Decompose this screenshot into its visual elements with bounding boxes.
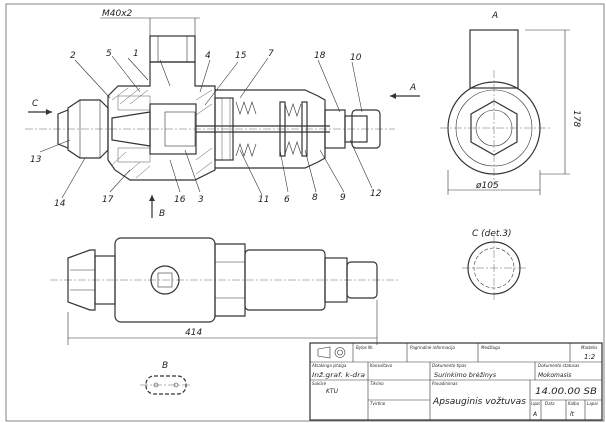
part-number: 8: [312, 193, 318, 203]
approved-label: Tvirtino: [370, 401, 386, 406]
part-number: 16: [174, 195, 186, 205]
part-number: 13: [30, 155, 42, 165]
part-number: 10: [350, 53, 362, 63]
created-label: Sukūrė: [312, 381, 327, 386]
file-no-label: Bylos Nr.: [356, 345, 374, 350]
language-label: Kalba: [568, 401, 580, 406]
view-a: A ø105 178: [440, 11, 581, 195]
sheet-label: Lapas: [531, 401, 540, 406]
part-number: 4: [205, 51, 211, 61]
part-number: 9: [340, 193, 346, 203]
title-block: Bylos Nr. Pagrindinė informacija Medžiag…: [309, 342, 603, 421]
drawing-title: Apsauginis vožtuvas: [432, 397, 526, 407]
view-arrow-c: C: [32, 99, 39, 109]
part-number: 3: [198, 195, 204, 205]
name-label: Pavadinimas: [432, 381, 457, 386]
part-number: 6: [284, 195, 290, 205]
view-arrow-a: A: [409, 83, 416, 93]
doc-type-value: Surinkimo brėžinys: [434, 371, 497, 379]
part-number: 14: [54, 199, 66, 209]
main-info-label: Pagrindinė informacija: [410, 345, 456, 350]
doc-type-label: Dokumento tipas: [432, 363, 466, 368]
date-label: Data: [545, 401, 555, 406]
part-number: 7: [268, 49, 274, 59]
part-number: 2: [70, 51, 76, 61]
part-number: 17: [102, 195, 114, 205]
sheet-value: A: [532, 411, 537, 418]
part-number: 15: [235, 51, 247, 61]
diameter-dimension: ø105: [475, 181, 499, 191]
sheet-frame: [5, 3, 605, 422]
length-dimension: 414: [185, 328, 202, 338]
checked-label: Tikrino: [370, 381, 384, 386]
view-arrow-b: B: [159, 209, 165, 219]
view-c-label: C (det.3): [472, 229, 512, 239]
thread-label: M40x2: [102, 9, 133, 19]
doc-status-value: Mokomasis: [538, 372, 571, 379]
document-number: 14.00.00 SB: [535, 387, 597, 397]
material-label: Medžiaga: [481, 345, 501, 350]
responsible-value: Inž.graf. k-dra: [312, 371, 365, 379]
scale-label: Mastelis: [581, 345, 597, 350]
part-number: 12: [370, 189, 382, 199]
responsible-label: Atsakinga įstaiga: [311, 363, 347, 368]
view-c-detail: C (det.3): [462, 229, 526, 300]
view-b-label: B: [162, 361, 168, 371]
created-value: KTU: [326, 388, 339, 395]
sheets-label: Lapai: [587, 401, 599, 406]
language-value: lt: [570, 411, 575, 418]
scale-value: 1:2: [584, 353, 596, 361]
view-a-label: A: [491, 11, 498, 21]
doc-status-label: Dokumento statusas: [538, 363, 579, 368]
projection-symbol-icon: [317, 346, 346, 359]
view-b: B: [140, 361, 192, 395]
part-number: 11: [258, 195, 269, 205]
inlet-nipple: [149, 35, 196, 63]
height-dimension: 178: [571, 110, 581, 127]
consulted-label: Konsultavo: [370, 363, 393, 368]
bottom-view: 414: [50, 237, 400, 345]
part-number: 5: [106, 49, 112, 59]
main-section-view: M40x2 2 5 1 4 15 7 18 10 13 14 17 16 3 1…: [25, 9, 420, 219]
part-number: 18: [314, 51, 326, 61]
part-number: 1: [133, 49, 139, 59]
